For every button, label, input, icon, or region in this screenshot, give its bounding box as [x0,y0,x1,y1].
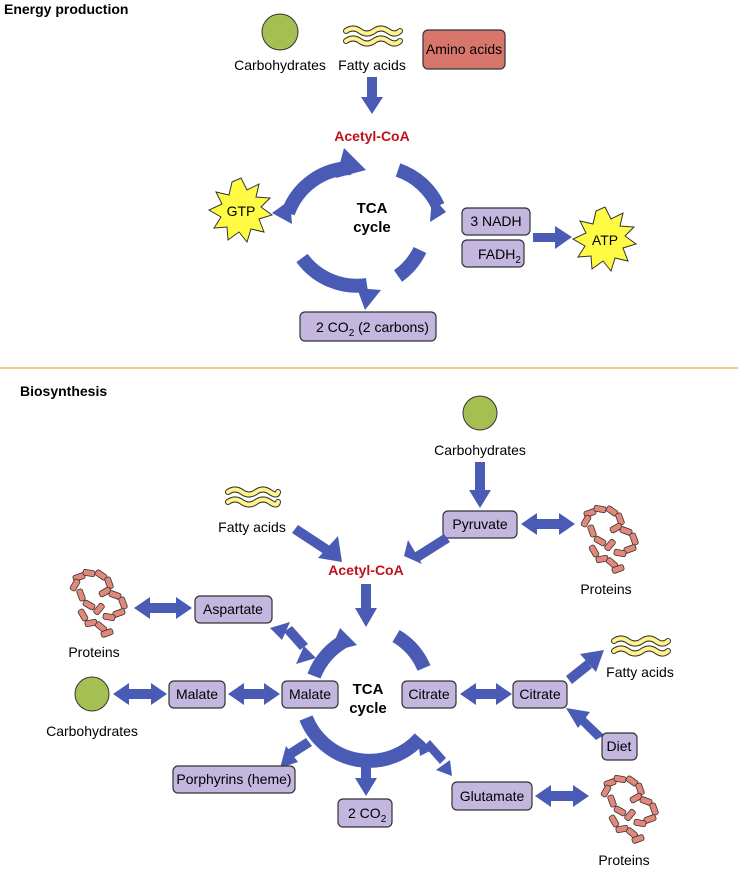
energy-acetyl-coa-label: Acetyl-CoA [334,128,409,144]
bio-carbohydrates-left-label: Carbohydrates [46,723,138,739]
gtp-label: GTP [227,203,256,219]
carbohydrate-circle-icon [261,13,299,51]
bio-acetyl-coa-label: Acetyl-CoA [328,562,403,578]
arrow-pyruvate-proteins [521,513,575,535]
arrow-carbs-to-pyruvate [469,462,491,508]
protein-chain-icon [599,774,660,845]
bio-carbohydrate-circle-icon [462,395,498,431]
energy-carbohydrates-label: Carbohydrates [234,57,326,73]
fadh2-box [461,239,525,268]
nadh-label: 3 NADH [470,213,521,229]
gtp-burst-icon [207,177,274,244]
protein-chain-icon [579,504,640,575]
bio-tca-label-line2: cycle [349,700,387,717]
arrow-acetyl-to-tca [355,584,377,627]
energy-tca-label-line2: cycle [353,219,391,236]
malate-outer-label: Malate [176,686,218,702]
arrow-proteins-aspartate [134,597,192,619]
pyruvate-label: Pyruvate [452,516,507,532]
arrow-citrate-to-fatty [566,650,604,684]
porphyrins-box [172,765,296,794]
arrow-aspartate-tca [270,622,316,664]
bio-proteins-right-top-label: Proteins [580,581,631,597]
arrow-tca-to-co2 [355,760,377,796]
arrow-to-gtp [272,200,292,224]
arrow-pyruvate-to-acetyl [404,534,450,564]
arrow-to-co2 [357,288,381,310]
bio-fatty-acids-right-label: Fatty acids [606,664,674,680]
arrow-glutamate-proteins [535,785,589,807]
citrate-inner-box [401,680,457,709]
energy-co2-label: 2 CO2 (2 carbons) [316,319,429,339]
bio-proteins-left-label: Proteins [68,644,119,660]
arrow-tca-glutamate [418,740,452,776]
bio-fatty-acid-left-icon [225,486,281,508]
malate-inner-label: Malate [289,686,331,702]
nadh-box [461,207,531,236]
arrow-to-nadh [430,196,446,222]
amino-acids-label: Amino acids [426,41,502,57]
porphyrins-label: Porphyrins (heme) [176,771,291,787]
bio-section-title: Biosynthesis [20,383,107,399]
diet-box [601,732,638,761]
malate-outer-box [168,680,226,709]
bio-carbohydrate-left-circle-icon [74,676,110,712]
arrow-tca-to-porphyrins [280,738,312,768]
arrow-fatty-to-acetyl-bio [292,525,342,562]
glutamate-label: Glutamate [460,788,525,804]
bio-co2-label: 2 CO2 [348,805,387,825]
bio-fatty-acids-left-label: Fatty acids [218,519,286,535]
bio-carbohydrates-top-label: Carbohydrates [434,442,526,458]
energy-tca-cycle-ring [281,148,445,293]
arrow-diet-to-citrate [566,708,604,740]
energy-fatty-acids-label: Fatty acids [338,57,406,73]
arrow-malate-malate [228,683,280,705]
bio-proteins-bottom-label: Proteins [598,852,649,868]
citrate-inner-label: Citrate [408,686,449,702]
fatty-acid-icon [343,25,403,47]
arrow-citrate-citrate [460,683,512,705]
bio-tca-cycle-ring [299,628,431,768]
fadh2-label: FADH2 [478,246,521,266]
aspartate-box [194,595,273,624]
amino-acids-box [422,29,506,70]
citrate-outer-label: Citrate [519,686,560,702]
malate-inner-box [281,680,339,709]
atp-burst-icon [571,206,638,273]
protein-chain-icon [68,568,129,639]
energy-tca-label-line1: TCA [357,200,388,217]
diet-label: Diet [607,738,632,754]
bio-fatty-acid-right-icon [611,635,671,657]
arrow-to-atp [533,226,572,249]
energy-co2-box [299,311,437,342]
atp-label: ATP [592,232,618,248]
glutamate-box [451,781,533,811]
bio-tca-label-line1: TCA [353,681,384,698]
aspartate-label: Aspartate [203,601,263,617]
arrow-carbs-malate [113,683,167,705]
bio-co2-box [337,798,393,828]
energy-section-title: Energy production [4,1,128,17]
citrate-outer-box [512,680,568,709]
arrow-fatty-to-acetyl [361,77,383,114]
pyruvate-box [442,510,518,539]
